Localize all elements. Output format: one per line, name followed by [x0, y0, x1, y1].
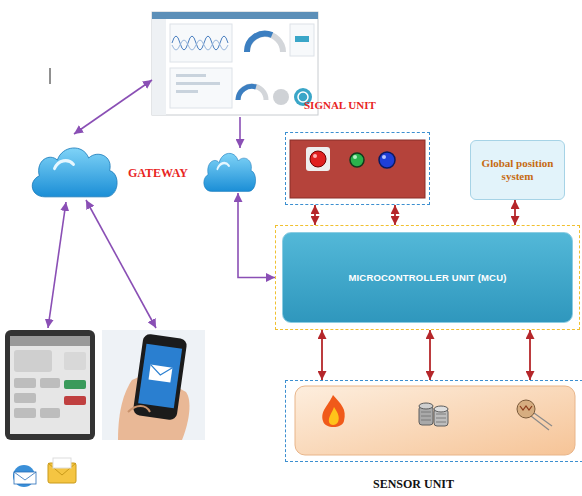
green-pill	[64, 380, 86, 389]
phone-body	[133, 333, 188, 420]
phone-screen	[138, 344, 182, 408]
gauge-value	[247, 34, 272, 52]
control-button	[14, 378, 36, 388]
control-button	[14, 408, 36, 418]
phone-screen	[10, 336, 90, 434]
connector-arrow	[321, 330, 323, 380]
cloud-shape	[32, 148, 117, 197]
cloud-highlight	[217, 163, 229, 169]
cloud-outline	[204, 153, 256, 191]
sensor-panel	[295, 386, 575, 455]
chart-wave	[172, 36, 228, 50]
gas-sensor-top	[434, 406, 448, 412]
signal-unit: SIGNAL UNIT	[285, 132, 430, 205]
connector-arrow	[394, 205, 396, 225]
box-label: MICROCONTROLLER UNIT (MCU)	[348, 272, 506, 283]
signal-lamps	[290, 140, 425, 198]
thumb	[128, 406, 150, 412]
lamp-glint	[313, 154, 317, 158]
dashboard-frame	[152, 12, 318, 115]
connector-arrow	[514, 200, 516, 225]
signal-panel	[290, 140, 425, 198]
mcu-box: MICROCONTROLLER UNIT (MCU)	[275, 225, 580, 330]
temp-panel	[14, 350, 52, 372]
gas-sensor-top	[419, 403, 433, 409]
gauge	[247, 34, 283, 52]
gauge	[238, 86, 266, 100]
hand-phone	[102, 330, 205, 440]
gauge-value	[238, 86, 256, 100]
chart-panel	[170, 68, 232, 108]
dashboard-screenshot	[152, 12, 318, 115]
mail-letter	[53, 458, 71, 468]
box-label: Global position system	[479, 157, 556, 182]
panel-line	[176, 90, 198, 93]
photo-ground	[102, 330, 205, 440]
phone-body	[5, 330, 95, 440]
chart-wave	[172, 40, 228, 50]
button-base	[306, 147, 330, 171]
mail-globe	[13, 465, 35, 487]
connector-arrow	[529, 330, 531, 380]
connector-arrow	[429, 330, 431, 380]
status-dot	[273, 89, 289, 105]
unit-heading: SENSOR UNIT	[373, 477, 454, 492]
email-icons	[13, 458, 76, 487]
network-arrow	[74, 80, 152, 134]
green-lamp	[350, 153, 364, 167]
network-arrow	[48, 202, 66, 328]
red-lamp	[310, 151, 326, 167]
gps-box: Global position system	[470, 140, 565, 200]
dashboard-sidebar	[152, 19, 166, 115]
ldr-track	[520, 406, 532, 410]
envelope-flap	[149, 365, 172, 377]
flame-sensor	[322, 395, 344, 427]
control-button	[40, 408, 60, 418]
sensor-mesh	[421, 412, 446, 422]
value-panel	[290, 24, 314, 56]
network-arrow	[239, 117, 241, 148]
mail-flap	[14, 472, 36, 480]
control-button	[40, 378, 60, 388]
ldr-sensor	[517, 400, 535, 418]
screen-header	[10, 336, 90, 346]
panel-line	[176, 82, 220, 85]
cloud-shape	[200, 145, 258, 193]
mail-envelope	[14, 472, 36, 484]
blue-lamp	[379, 152, 395, 168]
unit-heading: GATEWAY	[128, 166, 188, 181]
sensor-icons	[295, 386, 575, 455]
cursor-mark	[50, 68, 51, 84]
thermostat-phone	[5, 330, 95, 440]
mcu-panel: MICROCONTROLLER UNIT (MCU)	[282, 232, 573, 323]
lamp-glint	[353, 155, 357, 159]
chart-panel	[170, 24, 232, 62]
red-pill	[64, 396, 86, 405]
temp-panel	[64, 352, 86, 370]
gateway-cloud: GATEWAY	[200, 145, 258, 193]
ldr-leg	[531, 416, 549, 430]
envelope-icon	[149, 365, 173, 383]
dashboard-bar	[152, 12, 318, 19]
unit-heading: SIGNAL UNIT	[304, 99, 376, 111]
sensor-unit: SENSOR UNIT	[285, 380, 582, 462]
ldr-leg	[534, 413, 552, 426]
value-mark	[295, 36, 309, 42]
cloud-highlight	[55, 161, 74, 169]
network-arrow	[86, 200, 156, 328]
connector-arrow	[314, 205, 316, 225]
lamp-glint	[382, 155, 386, 159]
panel-line	[176, 74, 206, 77]
connector-arrow	[238, 193, 275, 278]
control-button	[14, 393, 36, 403]
flame-core	[329, 407, 339, 425]
